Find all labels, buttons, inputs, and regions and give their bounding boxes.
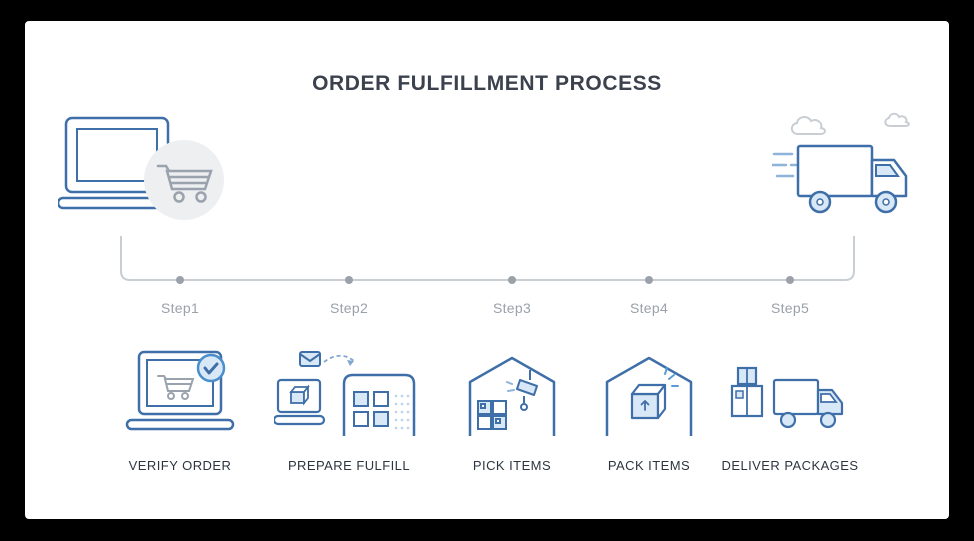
laptop-shopping-cart-icon xyxy=(58,116,228,228)
pick-items-icon xyxy=(462,344,562,438)
step-column-2: Step2 xyxy=(269,300,429,473)
step-caption: PICK ITEMS xyxy=(472,458,552,473)
cloud-icon xyxy=(790,112,910,135)
step-label: Step3 xyxy=(492,300,532,316)
delivery-truck-icon xyxy=(772,108,932,223)
shopping-cart-glyph xyxy=(156,164,213,203)
step-label: Step5 xyxy=(770,300,810,316)
step-column-1: Step1 VERIFY ORDER xyxy=(100,300,260,473)
sparkle-lines xyxy=(664,367,679,387)
cart-circle xyxy=(144,140,224,220)
step-caption: DELIVER PACKAGES xyxy=(721,458,859,473)
step-caption: PREPARE FULFILL xyxy=(287,458,411,473)
step-label: Step1 xyxy=(160,300,200,316)
pack-items-icon xyxy=(599,344,699,438)
step-column-5: Step5 DELIVER PACKAGES xyxy=(710,300,870,473)
verify-order-icon xyxy=(125,344,235,438)
step-column-3: Step3 xyxy=(432,300,592,473)
step-column-4: Step4 PACK ITEMS xyxy=(569,300,729,473)
page-title: ORDER FULFILLMENT PROCESS xyxy=(312,72,662,95)
step-label: Step2 xyxy=(329,300,369,316)
deliver-packages-icon xyxy=(730,344,850,438)
step-caption: VERIFY ORDER xyxy=(128,458,232,473)
security-camera-glyph xyxy=(506,370,538,411)
step-caption: PACK ITEMS xyxy=(607,458,691,473)
step-label: Step4 xyxy=(629,300,669,316)
prepare-fulfill-icon xyxy=(274,344,424,438)
